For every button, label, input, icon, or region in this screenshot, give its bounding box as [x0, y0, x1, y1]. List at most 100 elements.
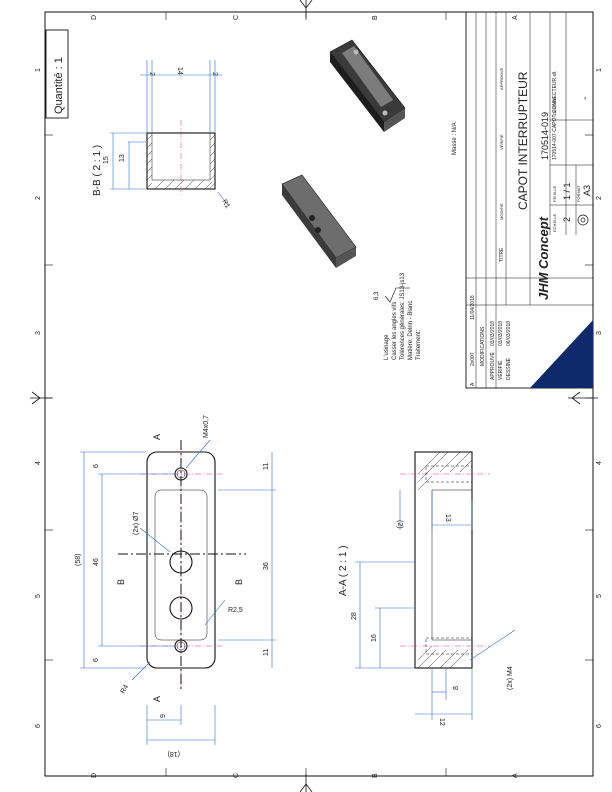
zone-label: 3 — [596, 331, 603, 335]
bb-hatching — [146, 134, 216, 190]
dim-width-18: (18) — [168, 750, 180, 757]
roughness-value: 6,3 — [374, 291, 380, 300]
dim-depth-9: 9 — [160, 714, 167, 718]
aa-dim-13: 13 — [444, 514, 451, 522]
general-notes: 6,3 L'usinage Casser les angles vifs Tol… — [374, 272, 422, 360]
zone-label: B — [372, 15, 379, 20]
dessine-label: DESSINE — [552, 97, 557, 115]
format-value: A3 — [582, 185, 592, 196]
row-role: APPROUVÉ — [489, 352, 496, 380]
bb-dim-height: 15 — [103, 156, 110, 164]
zone-label: D — [91, 15, 98, 20]
company-logo-text: JHM Concept — [536, 216, 551, 300]
zone-label: 1 — [35, 68, 42, 72]
dim-bore: (2x) Ø7 — [133, 512, 140, 535]
sheet-value: 1 / 1 — [562, 182, 572, 200]
quantity-box — [45, 29, 69, 119]
bb-dim-inner: 13 — [119, 154, 126, 162]
aa-dim-28: 28 — [351, 612, 358, 620]
bb-dim-mid: 14 — [176, 67, 183, 75]
section-b-marker: B — [116, 579, 126, 585]
note-line: Traitement: — [416, 330, 422, 360]
row-date: 03/03/2018 — [490, 321, 496, 346]
zone-label: 5 — [35, 594, 42, 598]
note-line: Matière: Delrin - Blanc — [408, 301, 414, 360]
section-a-marker-2: A — [152, 696, 162, 702]
iso-view-2 — [281, 174, 357, 268]
verifie-label: VÉRIFIÉ — [499, 134, 504, 150]
dim-hole-pitch: 46 — [93, 558, 100, 566]
row-role: VÉRIFIÉ — [497, 360, 504, 380]
dim-edge-right: 6 — [93, 658, 100, 662]
zone-markers-side: 1 2 3 4 5 6 1 2 3 4 5 6 — [35, 68, 603, 728]
zone-label: 2 — [596, 196, 603, 200]
section-aa-view: A-A ( 2 : 1 ) 28 16 (2) 13 8 12 (2x) M — [338, 451, 516, 726]
dim-pitch-b: 36 — [263, 562, 270, 570]
modifie-label: MODIFIÉ — [499, 203, 504, 220]
centering-marks — [30, 0, 598, 792]
section-b-marker-2: B — [234, 579, 244, 585]
quantity-label: Quantité : 1 — [53, 57, 65, 114]
scale-label: ECHELLE — [552, 213, 557, 232]
aa-pocket — [431, 489, 473, 641]
rev-letter: A — [470, 382, 476, 386]
roughness-symbol — [384, 287, 410, 303]
dim-corner-radius: R4 — [120, 684, 131, 695]
zone-label: 4 — [596, 461, 603, 465]
masse-label: Masse : N/A — [452, 122, 458, 155]
dim-small-radius: R2,5 — [228, 607, 243, 614]
sheet-border — [44, 11, 594, 777]
zone-label: 5 — [596, 594, 603, 598]
row-date: 06/03/2018 — [506, 321, 512, 346]
section-bb-view: B-B ( 2 : 1 ) 2 14 2 15 13 R1 — [92, 60, 231, 210]
aa-dim-12: 12 — [438, 718, 445, 726]
aa-dim-tap: (2x) M4 — [507, 666, 514, 690]
sheet-label: FEUILLE — [552, 185, 557, 202]
zone-markers-top: D C B A D C B A — [91, 15, 519, 778]
scale-value: 2 — [562, 217, 572, 222]
dim-overall: (58) — [75, 554, 82, 566]
rev-desc: MODIFICATIONS — [480, 326, 486, 366]
drawing-number: 170514-019 — [540, 112, 550, 160]
zone-label: 4 — [35, 461, 42, 465]
section-bb-title: B-B ( 2 : 1 ) — [92, 145, 103, 196]
row-date: 03/03/2018 — [498, 321, 504, 346]
dash-value: - — [580, 97, 591, 100]
section-a-marker: A — [152, 434, 162, 440]
dim-side-left: 11 — [263, 463, 270, 470]
approuve-label: APPROUVÉ — [499, 67, 504, 90]
zone-label: 1 — [596, 68, 603, 72]
section-aa-title: A-A ( 2 : 1 ) — [338, 545, 349, 596]
dim-thread: M4x0,7 — [203, 415, 210, 438]
aa-hatching — [417, 451, 473, 669]
aa-dim-8: 8 — [453, 686, 460, 690]
aa-dim-2: (2) — [396, 520, 403, 529]
top-view: A A B B (58) 46 6 6 11 36 11 M4x0,7 (2x)… — [75, 415, 276, 757]
iso-view-1 — [329, 39, 406, 132]
projection-symbol — [577, 214, 589, 226]
company-logo — [530, 320, 593, 388]
zone-label: C — [233, 773, 240, 778]
drawing-title: CAPOT INTERRUPTEUR — [516, 71, 530, 210]
aa-dim-16: 16 — [371, 634, 378, 642]
rev-date: 11/04/2018 — [470, 295, 476, 320]
zone-label: B — [372, 773, 379, 778]
zone-label: 3 — [35, 331, 42, 335]
titre-label: TITRE — [499, 247, 505, 262]
zone-label: D — [91, 773, 98, 778]
zone-label: A — [512, 15, 519, 20]
zone-label: 2 — [35, 196, 42, 200]
note-line: L'usinage — [384, 334, 390, 360]
row-role: DESSINÉ — [505, 357, 512, 380]
zone-label: C — [233, 15, 240, 20]
note-line: Tolérences générales: JS13-js13 — [400, 272, 406, 360]
rev-code: 2x007 — [470, 352, 476, 366]
dim-edge-left: 6 — [93, 464, 100, 468]
title-block: CAPOT INTERRUPTEUR 170514-019 170514-007… — [465, 11, 594, 389]
border-ticks — [45, 12, 593, 776]
bb-dim-left: 2 — [148, 72, 155, 76]
zone-label: 6 — [35, 724, 42, 728]
note-line: Casser les angles vifs — [392, 302, 398, 360]
bb-dim-right: 2 — [211, 72, 218, 76]
dim-side-right: 11 — [263, 649, 270, 656]
